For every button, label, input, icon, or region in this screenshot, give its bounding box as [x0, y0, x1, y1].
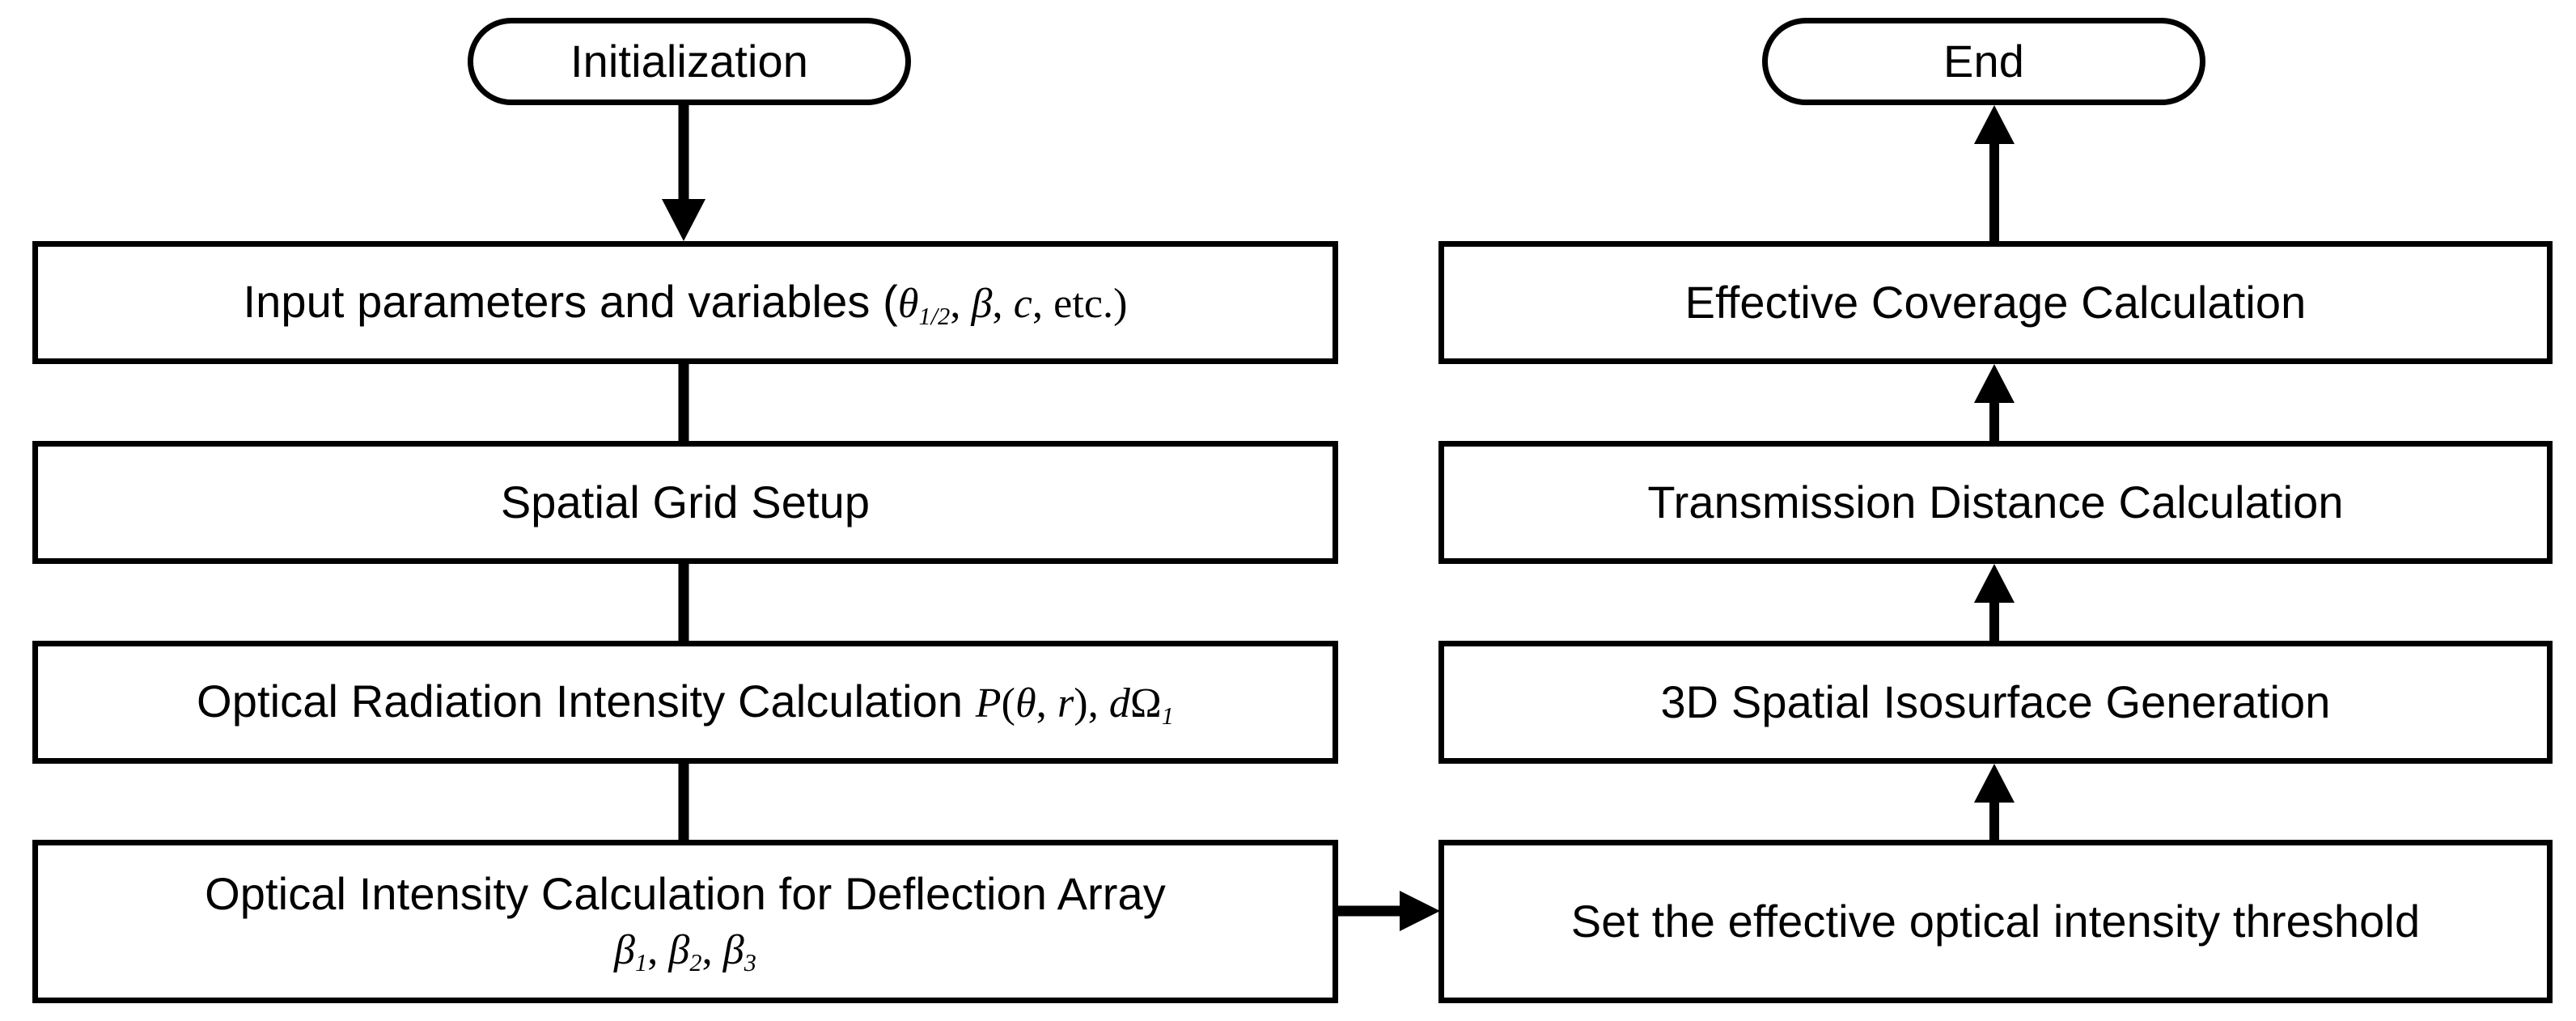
edge-effective-coverage-to-end — [1969, 105, 2019, 243]
node-threshold[interactable]: Set the effective optical intensity thre… — [1438, 840, 2553, 1003]
node-input-parameters[interactable]: Input parameters and variables (θ1/2, β,… — [32, 241, 1338, 364]
node-effective-coverage[interactable]: Effective Coverage Calculation — [1438, 241, 2553, 364]
edge-initialization-to-input-parameters — [657, 104, 710, 243]
node-transmission-distance-label: Transmission Distance Calculation — [1647, 476, 2344, 527]
node-spatial-grid[interactable]: Spatial Grid Setup — [32, 441, 1338, 564]
node-transmission-distance[interactable]: Transmission Distance Calculation — [1438, 441, 2553, 564]
node-initialization-label: Initialization — [570, 35, 808, 87]
deflection-array-text: Optical Intensity Calculation for Deflec… — [205, 867, 1166, 919]
node-isosurface-label: 3D Spatial Isosurface Generation — [1660, 676, 2331, 727]
node-radiation-intensity-label: Optical Radiation Intensity Calculation … — [197, 676, 1174, 731]
radiation-intensity-math: P(θ, r), dΩ1 — [975, 680, 1174, 731]
edge-transmission-distance-to-effective-coverage — [1969, 364, 2019, 442]
node-end-label: End — [1943, 35, 2024, 87]
edge-threshold-to-isosurface — [1969, 764, 2019, 841]
input-parameters-math: θ1/2, β, c, etc.) — [897, 281, 1128, 331]
node-radiation-intensity[interactable]: Optical Radiation Intensity Calculation … — [32, 641, 1338, 764]
node-input-parameters-label: Input parameters and variables (θ1/2, β,… — [243, 276, 1128, 331]
edge-isosurface-to-transmission-distance — [1969, 564, 2019, 642]
node-effective-coverage-label: Effective Coverage Calculation — [1684, 276, 2307, 328]
node-deflection-array-label: Optical Intensity Calculation for Deflec… — [205, 867, 1166, 977]
node-threshold-label: Set the effective optical intensity thre… — [1570, 895, 2421, 947]
node-end[interactable]: End — [1762, 18, 2205, 105]
node-spatial-grid-label: Spatial Grid Setup — [500, 476, 871, 527]
input-parameters-text: Input parameters and variables ( — [243, 276, 898, 328]
node-isosurface[interactable]: 3D Spatial Isosurface Generation — [1438, 641, 2553, 764]
radiation-intensity-text: Optical Radiation Intensity Calculation — [197, 676, 976, 727]
edge-deflection-array-to-threshold — [1337, 888, 1442, 934]
node-deflection-array[interactable]: Optical Intensity Calculation for Deflec… — [32, 840, 1338, 1003]
deflection-array-math: β1, β2, β3 — [614, 927, 756, 977]
node-initialization[interactable]: Initialization — [468, 18, 911, 105]
